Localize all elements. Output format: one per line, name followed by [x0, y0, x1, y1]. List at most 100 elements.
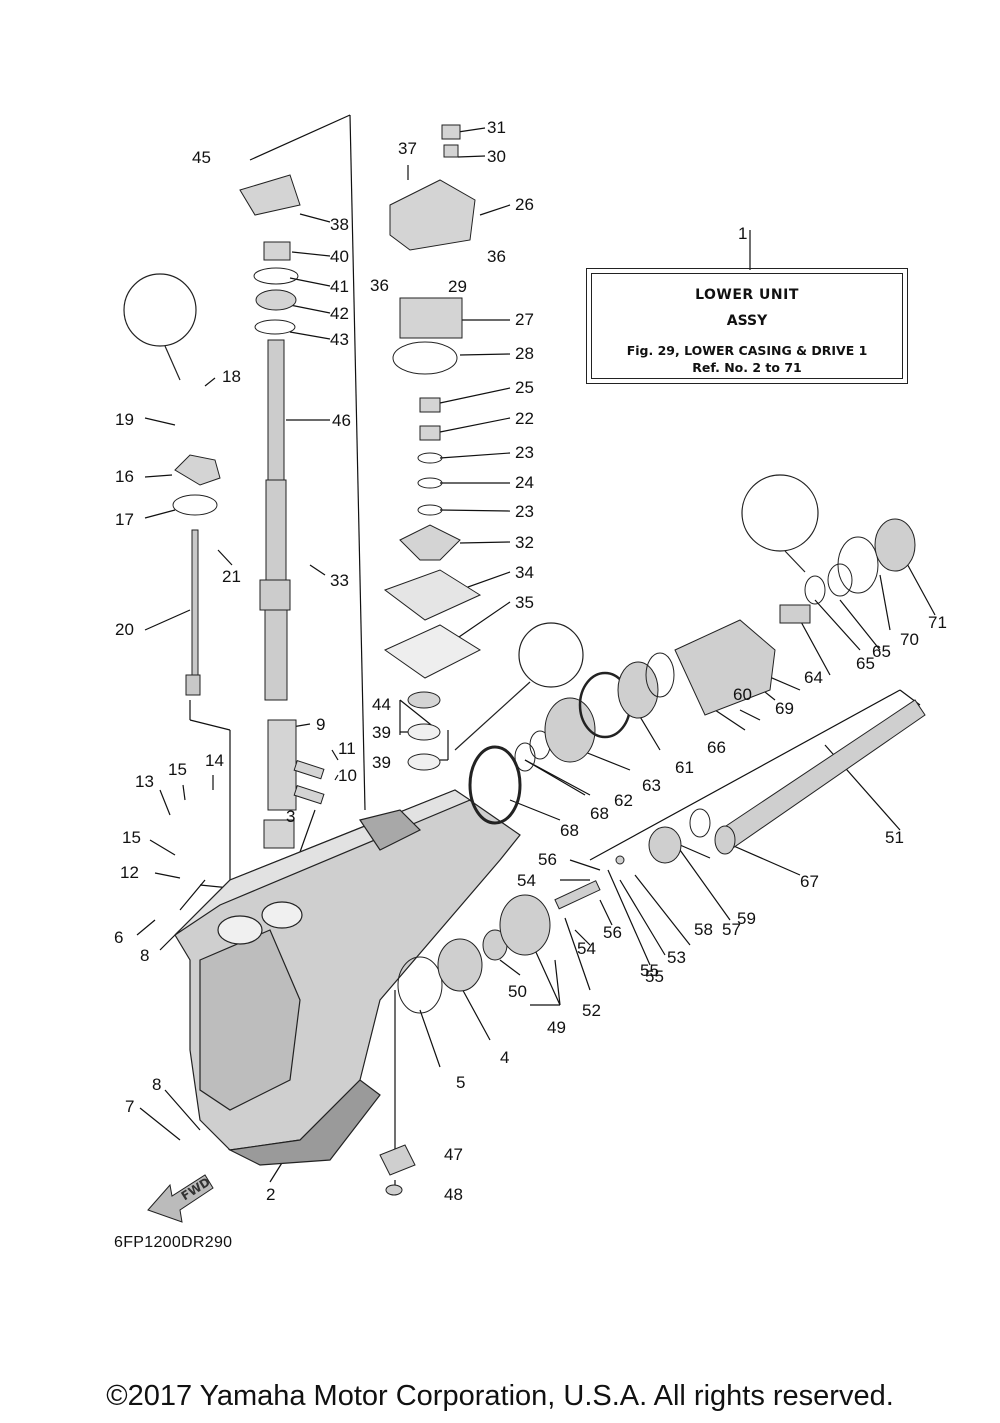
gasket-71	[874, 518, 916, 572]
gasket-34	[383, 569, 482, 621]
callout-52: 52	[582, 1001, 601, 1020]
legend-box: LOWER UNIT ASSY Fig. 29, LOWER CASING & …	[586, 268, 908, 384]
callout-57: 57	[722, 920, 741, 939]
callout-61: 61	[675, 758, 694, 777]
callout-54: 54	[577, 939, 596, 958]
callout-31: 31	[487, 118, 506, 137]
callout-45: 45	[192, 148, 211, 167]
callout-56: 56	[538, 850, 557, 869]
spacer-25	[419, 397, 441, 413]
callout-25: 25	[515, 378, 534, 397]
callout-15: 15	[168, 760, 187, 779]
callout-44: 44	[372, 695, 391, 714]
callout-55: 55	[645, 967, 664, 986]
callout-16: 16	[115, 467, 134, 486]
callout-71: 71	[928, 613, 947, 632]
spacer-22	[419, 425, 441, 441]
callout-18: 18	[222, 367, 241, 386]
callout-3: 3	[286, 807, 295, 826]
callout-67: 67	[800, 872, 819, 891]
callout-48: 48	[444, 1185, 463, 1204]
reverse-gear	[544, 697, 596, 763]
callout-6: 6	[114, 928, 123, 947]
callout-66: 66	[707, 738, 726, 757]
callout-19: 19	[115, 410, 134, 429]
callout-38: 38	[330, 215, 349, 234]
callout-8: 8	[152, 1075, 161, 1094]
dog-clutch	[648, 826, 682, 864]
callout-69: 69	[775, 699, 794, 718]
callout-56: 56	[603, 923, 622, 942]
callout-47: 47	[444, 1145, 463, 1164]
callout-26: 26	[515, 195, 534, 214]
callout-41: 41	[330, 277, 349, 296]
callout-40: 40	[330, 247, 349, 266]
taper-roller-bearing	[437, 938, 483, 992]
callout-22: 22	[515, 409, 534, 428]
callout-15: 15	[122, 828, 141, 847]
callout-14: 14	[205, 751, 224, 770]
callout-65: 65	[856, 654, 875, 673]
callout-59: 59	[737, 909, 756, 928]
callout-23: 23	[515, 443, 534, 462]
oil-seal-housing	[239, 174, 301, 216]
callout-10: 10	[338, 766, 357, 785]
callout-43: 43	[330, 330, 349, 349]
legend-line3: Fig. 29, LOWER CASING & DRIVE 1	[626, 343, 868, 358]
copyright: ©2017 Yamaha Motor Corporation, U.S.A. A…	[106, 1380, 894, 1412]
callout-51: 51	[885, 828, 904, 847]
legend-line4: Ref. No. 2 to 71	[692, 360, 802, 375]
callout-62: 62	[614, 791, 633, 810]
impeller	[399, 524, 461, 561]
callout-7: 7	[125, 1097, 134, 1116]
legend-line2: ASSY	[726, 313, 768, 329]
ball-bearing-61	[617, 661, 659, 719]
drive-shaft	[259, 339, 291, 701]
callout-28: 28	[515, 344, 534, 363]
callout-63: 63	[642, 776, 661, 795]
callout-29: 29	[448, 277, 467, 296]
oil-seal-70	[837, 536, 879, 594]
callout-70: 70	[900, 630, 919, 649]
callout-54: 54	[517, 871, 536, 890]
shim-67	[468, 745, 522, 825]
callout-13: 13	[135, 772, 154, 791]
drawing-code: 6FP1200DR290	[114, 1234, 233, 1251]
callout-4: 4	[500, 1048, 509, 1067]
needle-bearing-64	[779, 604, 811, 624]
o-ring-43	[254, 319, 296, 335]
callout-17: 17	[115, 510, 134, 529]
callout-55: 55	[640, 961, 659, 980]
bearing-3	[263, 819, 295, 849]
water-pump-housing	[389, 179, 476, 251]
callout-37: 37	[398, 139, 417, 158]
callout-12: 12	[120, 863, 139, 882]
liner-31	[441, 124, 461, 140]
lower-casing	[174, 789, 521, 1166]
callout-5: 5	[456, 1073, 465, 1092]
bearing-40	[263, 241, 291, 261]
callout-34: 34	[515, 563, 534, 582]
shift-rod	[185, 529, 201, 696]
callout-33: 33	[330, 571, 349, 590]
callout-65: 65	[872, 642, 891, 661]
callout-36: 36	[370, 276, 389, 295]
seal-28	[392, 341, 458, 375]
callout-11: 11	[338, 739, 356, 758]
callout-39: 39	[372, 753, 391, 772]
callout-46: 46	[332, 411, 351, 430]
cartridge-27	[399, 297, 463, 339]
callout-27: 27	[515, 310, 534, 329]
grommet-30	[443, 144, 459, 158]
callout-30: 30	[487, 147, 506, 166]
oring-5	[397, 956, 443, 1014]
nut-48	[385, 1184, 403, 1196]
callout-42: 42	[330, 304, 349, 323]
callout-8: 8	[140, 946, 149, 965]
callout-24: 24	[515, 473, 534, 492]
callout-68: 68	[560, 821, 579, 840]
oil-seal-42	[255, 289, 297, 311]
fwd-arrow	[147, 1174, 214, 1223]
